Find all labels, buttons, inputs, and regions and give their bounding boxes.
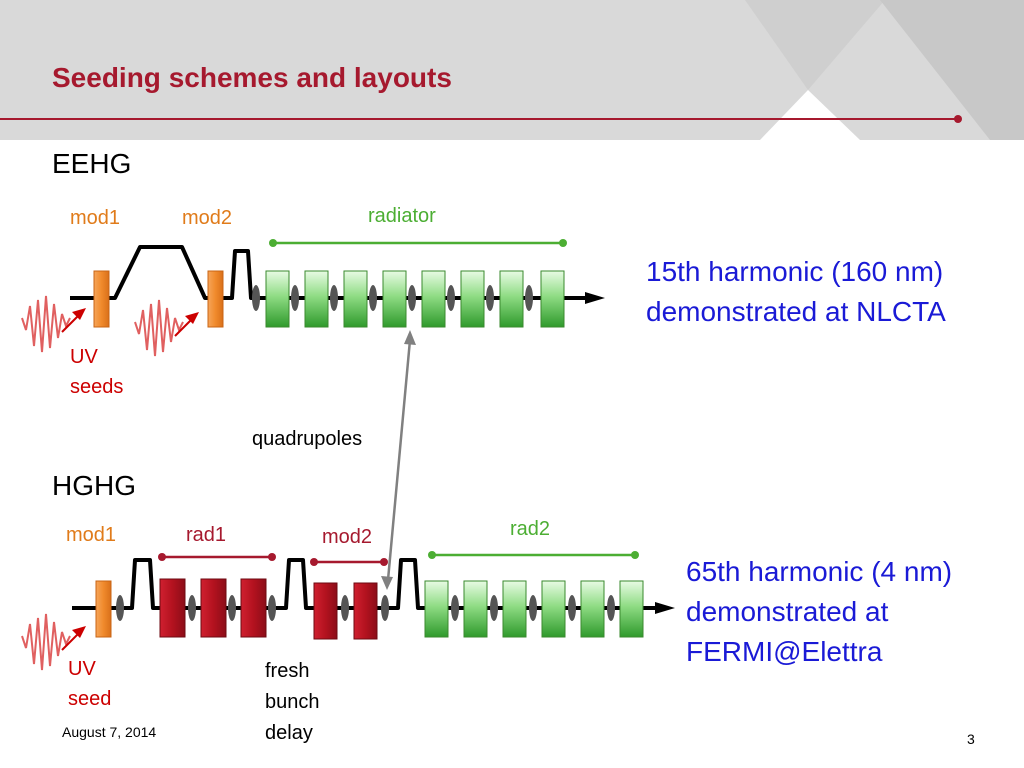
eehg-result: 15th harmonic (160 nm) demonstrated at N… (646, 252, 946, 332)
eehg-mod1-magnet (93, 270, 110, 328)
eehg-seed-label-line1: UV (70, 346, 98, 368)
eehg-heading: EEHG (52, 148, 132, 179)
hghg-beamline (72, 558, 675, 614)
hghg-rad2-segments (424, 580, 644, 638)
slide-date: August 7, 2014 (62, 724, 157, 740)
eehg-uv-seed-2-icon (134, 299, 199, 357)
hghg-result-line3: FERMI@Elettra (686, 636, 883, 667)
eehg-mod2-label: mod2 (182, 207, 233, 229)
hghg-rad1-span (158, 553, 276, 561)
eehg-mod2-magnet (207, 270, 224, 328)
hghg-seed-label: UV seed (68, 654, 111, 714)
eehg-seed-label: UV seeds (70, 342, 123, 402)
eehg-uv-seed-1-icon (21, 295, 86, 353)
hghg-seed-label-line2: seed (68, 688, 112, 710)
slide-page-number: 3 (967, 731, 975, 747)
quadrupole-pointer-arrow (381, 330, 416, 590)
eehg-radiator-segments (265, 270, 565, 328)
hghg-result-line2: demonstrated at (686, 596, 889, 627)
delay-label-line2: bunch (265, 691, 320, 713)
hghg-quadrupoles (116, 595, 615, 621)
hghg-mod2-span (310, 558, 388, 566)
hghg-heading: HGHG (52, 470, 136, 501)
hghg-seed-label-line1: UV (68, 658, 96, 680)
eehg-radiator-span (269, 239, 567, 247)
hghg-mod1-magnet (95, 580, 112, 638)
hghg-rad1-label: rad1 (186, 524, 227, 546)
hghg-mod1-label: mod1 (66, 524, 117, 546)
eehg-mod1-label: mod1 (70, 207, 121, 229)
hghg-rad2-span (428, 551, 639, 559)
eehg-result-line1: 15th harmonic (160 nm) (646, 256, 944, 287)
quadrupoles-label: quadrupoles (252, 428, 363, 450)
title-underline (0, 115, 962, 123)
hghg-mod2-label: mod2 (322, 526, 373, 548)
delay-label-line3: delay (265, 722, 313, 744)
eehg-radiator-label: radiator (368, 205, 436, 227)
hghg-uv-seed-icon (21, 613, 86, 671)
slide-title: Seeding schemes and layouts (52, 62, 452, 93)
eehg-seed-label-line2: seeds (70, 376, 124, 398)
hghg-mod2-segments (313, 582, 378, 640)
hghg-result-line1: 65th harmonic (4 nm) (686, 556, 953, 587)
hghg-rad2-label: rad2 (510, 518, 551, 540)
eehg-result-line2: demonstrated at NLCTA (646, 296, 946, 327)
eehg-quadrupoles (252, 285, 533, 311)
hghg-result: 65th harmonic (4 nm) demonstrated at FER… (686, 552, 952, 672)
delay-label-line1: fresh (265, 660, 310, 682)
fresh-bunch-delay-label: fresh bunch delay (265, 656, 320, 749)
hghg-rad1-segments (159, 578, 267, 638)
header-decoration (745, 0, 1024, 140)
